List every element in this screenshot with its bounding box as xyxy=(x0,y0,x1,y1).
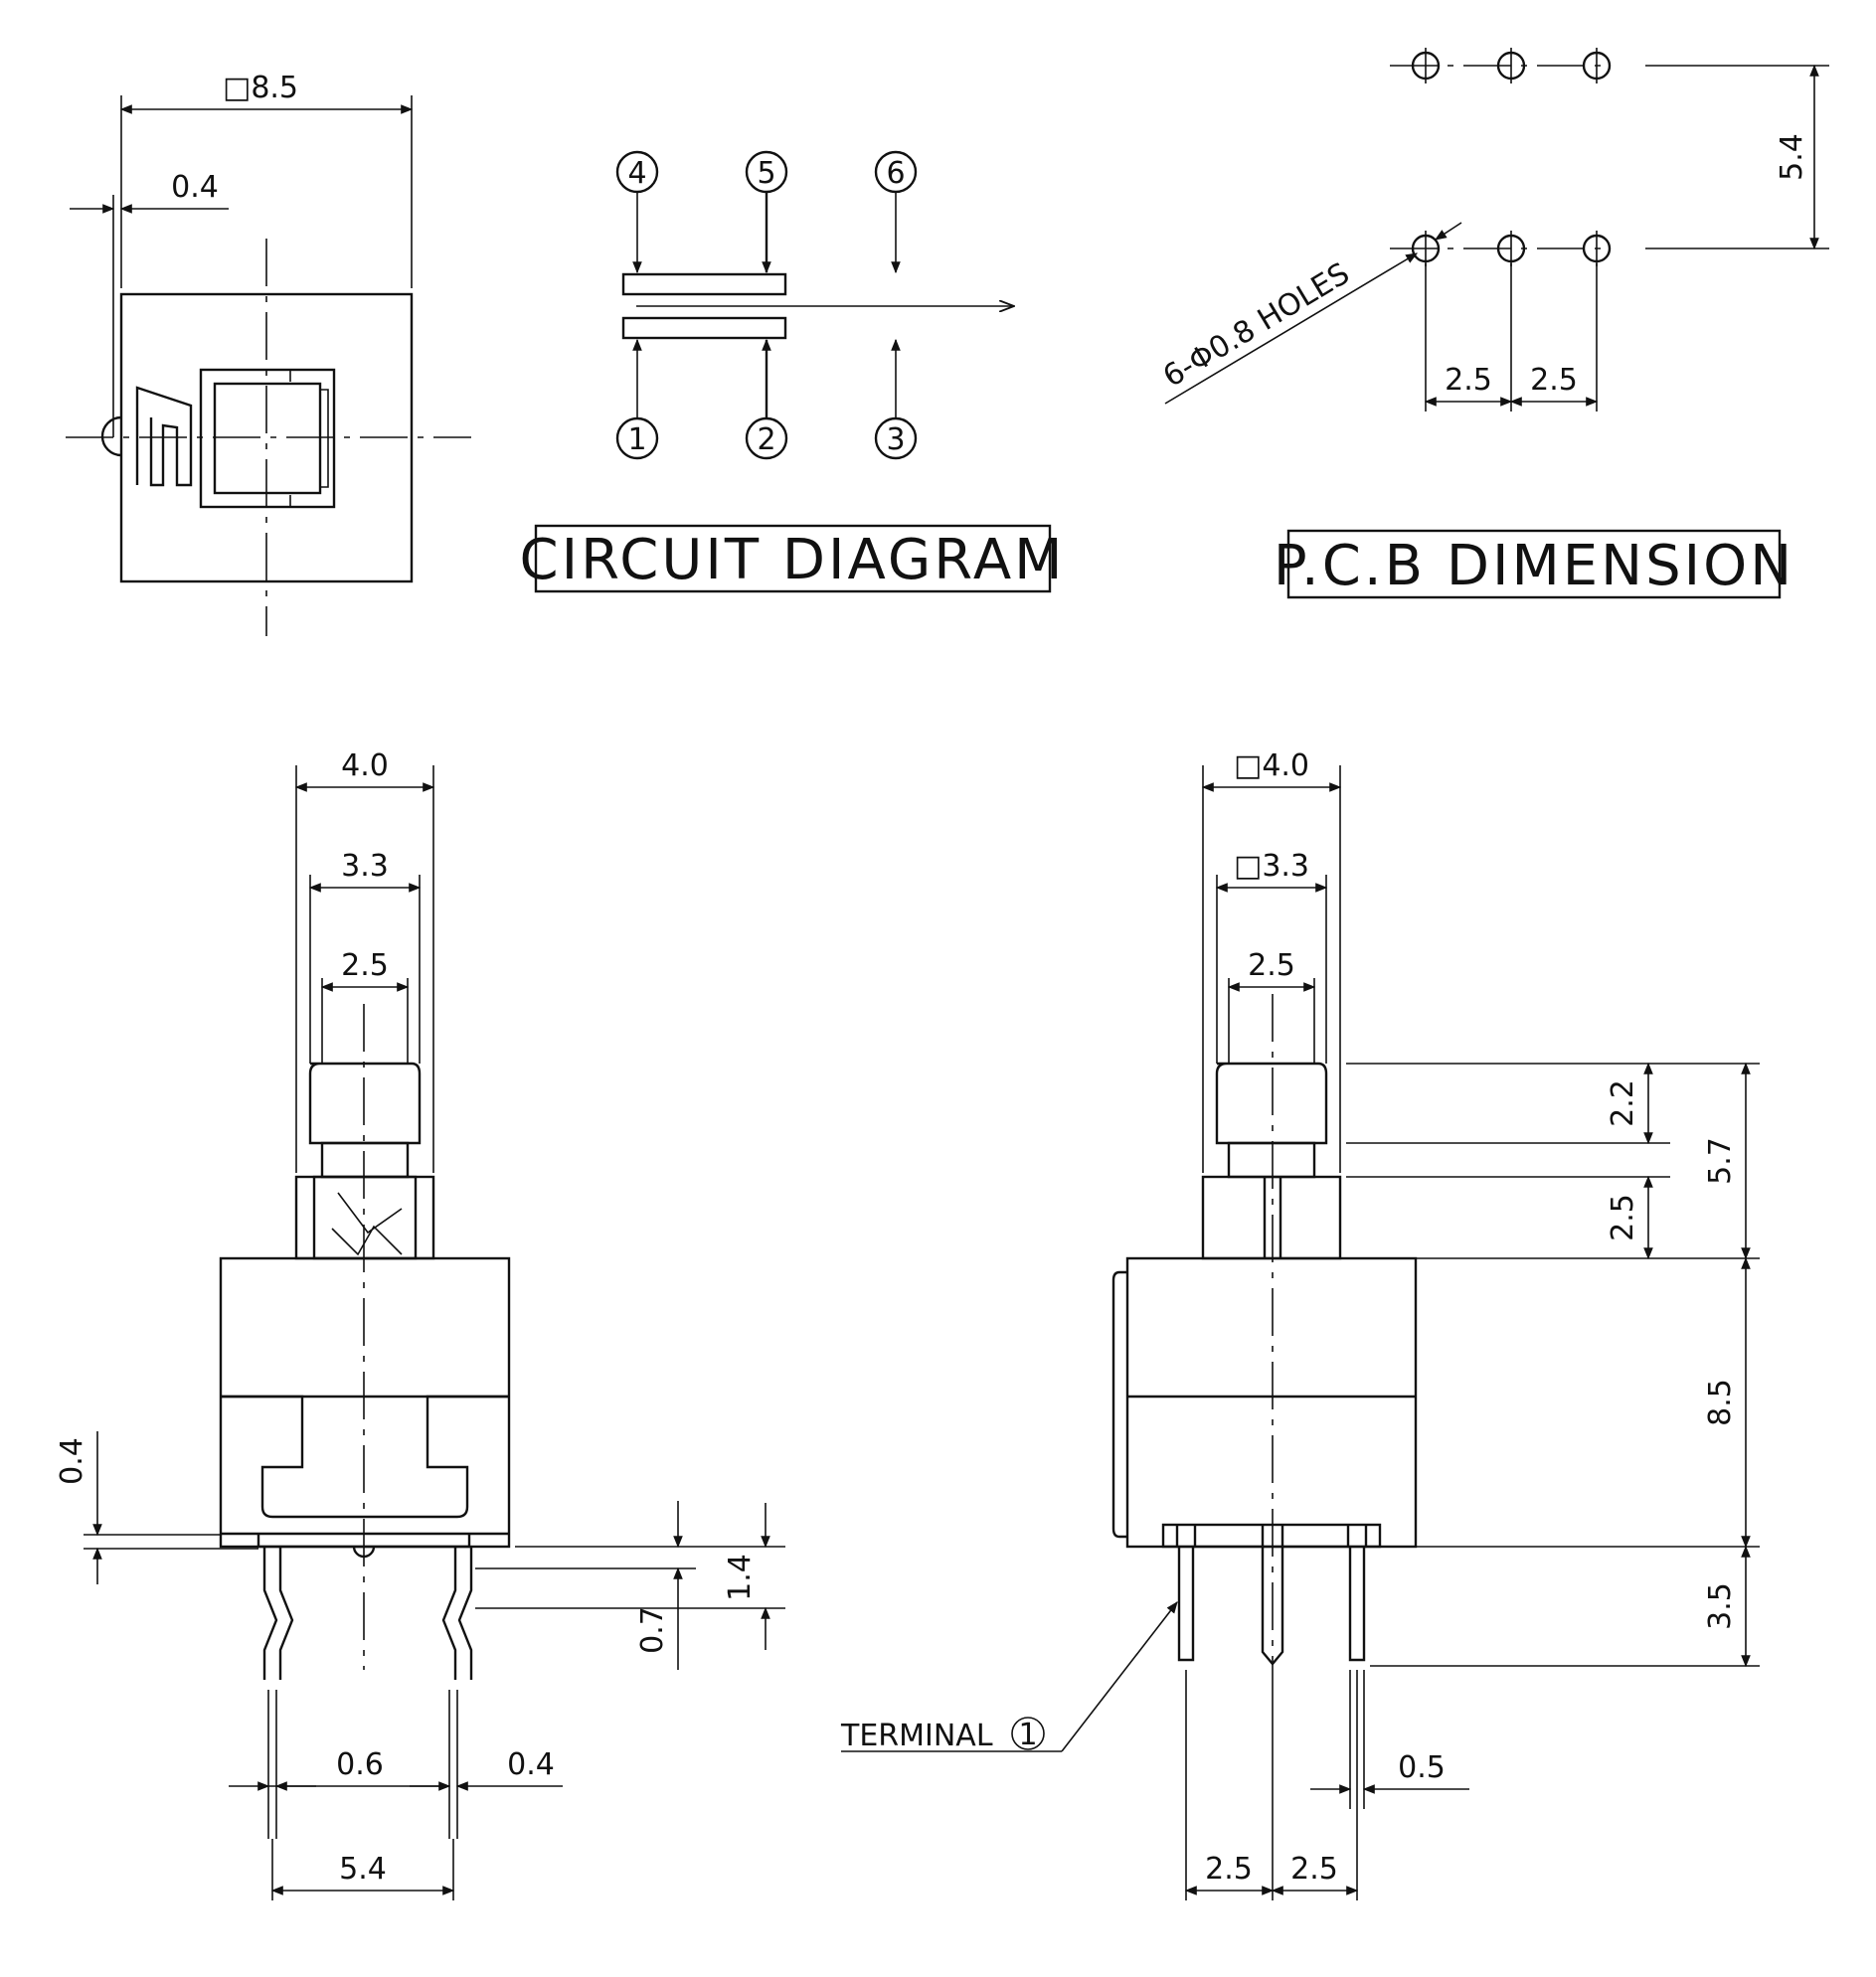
pcb-pitch-b-dim: 2.5 xyxy=(1530,363,1578,398)
terminal-label-5: 5 xyxy=(757,156,775,191)
front-stem-dim: 2.5 xyxy=(341,948,389,983)
terminal-label-2: 2 xyxy=(757,422,775,457)
front-bend-small-dim: 0.7 xyxy=(635,1606,670,1654)
pcb-dimension: 5.4 2.5 2.5 6-Φ0.8 HOLES P.C.B DIMENSION xyxy=(1157,48,1829,599)
side-stem-dim: 2.5 xyxy=(1248,948,1295,983)
side-pitch-b-dim: 2.5 xyxy=(1290,1852,1338,1887)
side-pitch-a-dim: 2.5 xyxy=(1205,1852,1253,1887)
terminal-label: TERMINAL xyxy=(840,1719,993,1753)
side-pin-length-dim: 3.5 xyxy=(1703,1582,1738,1630)
terminal-number: 1 xyxy=(1018,1718,1037,1752)
pcb-row-spacing-dim: 5.4 xyxy=(1775,133,1809,181)
side-collar-height-dim: 2.5 xyxy=(1606,1194,1640,1241)
circuit-diagram: 4 5 6 1 2 3 CIRCUIT DIAGRAM xyxy=(520,150,1066,593)
terminal-label-1: 1 xyxy=(627,422,646,457)
pcb-holes xyxy=(1411,48,1612,266)
side-pin-width-dim: 0.5 xyxy=(1398,1750,1446,1785)
front-lead-width-dim: 0.6 xyxy=(336,1747,384,1782)
front-lead-pitch-dim: 5.4 xyxy=(339,1852,387,1887)
front-lead-offset-dim: 0.4 xyxy=(55,1437,89,1485)
side-body-height-dim: 8.5 xyxy=(1703,1379,1738,1426)
pcb-title: P.C.B DIMENSION xyxy=(1274,534,1794,598)
side-actuator-total-dim: 5.7 xyxy=(1703,1137,1738,1185)
side-cap-inner-dim: □3.3 xyxy=(1234,849,1309,884)
front-bend-large-dim: 1.4 xyxy=(723,1554,758,1601)
terminal-label-6: 6 xyxy=(886,156,905,191)
front-cap-inner-dim: 3.3 xyxy=(341,849,389,884)
front-view: 4.0 3.3 2.5 0.4 0.7 1.4 0.6 0.4 xyxy=(55,748,785,1900)
front-lead-thickness-dim: 0.4 xyxy=(507,1747,555,1782)
pcb-holes-note: 6-Φ0.8 HOLES xyxy=(1157,256,1355,395)
front-cap-outer-dim: 4.0 xyxy=(341,748,389,783)
terminal-label-3: 3 xyxy=(886,422,905,457)
terminal-number-circle xyxy=(1011,1717,1045,1750)
terminal-label-4: 4 xyxy=(627,156,646,191)
top-view: □8.5 0.4 xyxy=(66,71,471,636)
circuit-title: CIRCUIT DIAGRAM xyxy=(520,528,1066,592)
top-view-width-dim: □8.5 xyxy=(223,71,298,105)
pcb-pitch-a-dim: 2.5 xyxy=(1445,363,1492,398)
top-view-offset-dim: 0.4 xyxy=(171,170,219,205)
side-cap-outer-dim: □4.0 xyxy=(1234,748,1309,783)
side-view: □4.0 □3.3 2.5 2.2 2.5 5.7 8.5 3.5 2.5 2.… xyxy=(840,748,1760,1900)
side-cap-height-dim: 2.2 xyxy=(1606,1079,1640,1127)
